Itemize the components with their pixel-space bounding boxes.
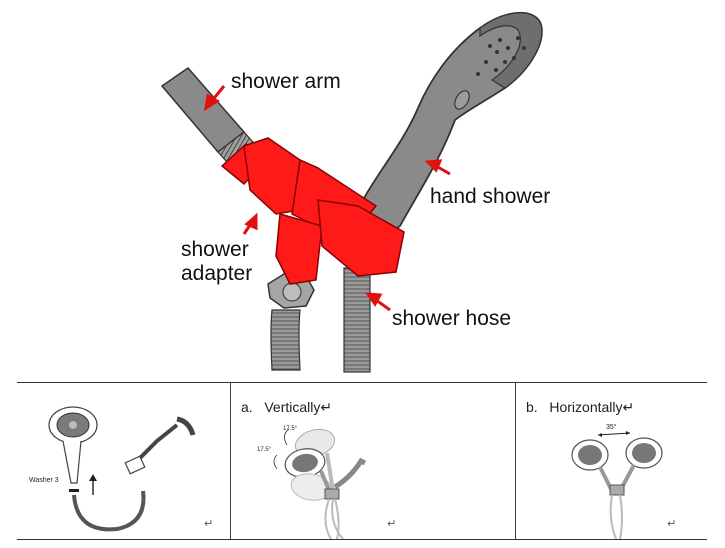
vertical-title-text: Vertically↵ xyxy=(264,399,333,415)
instruction-panels: Washer 3 ↵ a. Vertically↵ xyxy=(17,382,707,540)
label-shower-adapter-line1: shower xyxy=(181,238,249,261)
panel-vertical: a. Vertically↵ 17.5° 17.5° ↵ xyxy=(231,383,515,540)
washer-label: Washer 3 xyxy=(29,477,59,484)
angle-label: 35° xyxy=(606,423,617,431)
main-diagram: shower arm hand shower shower adapter sh… xyxy=(160,11,551,373)
return-mark-1: ↵ xyxy=(204,517,214,530)
vertical-illustration: 17.5° 17.5° xyxy=(257,426,367,540)
shower-assembly-illustration xyxy=(160,11,543,373)
hand-shower-body xyxy=(350,11,543,238)
label-shower-adapter-line2: adapter xyxy=(181,262,253,285)
panel-divider-2 xyxy=(515,383,516,539)
panel-install: Washer 3 ↵ xyxy=(17,383,230,539)
angle-bottom-label: 17.5° xyxy=(257,447,272,453)
vertical-title: a. Vertically↵ xyxy=(241,399,332,416)
label-arrows xyxy=(203,85,451,312)
angle-top-label: 17.5° xyxy=(283,426,298,432)
panel-horizontal: b. Horizontally↵ 35° ↵ xyxy=(516,383,707,540)
hose-left xyxy=(267,273,315,371)
horizontal-illustration: 35° xyxy=(571,423,663,540)
shower-adapter xyxy=(220,137,405,285)
return-mark-2: ↵ xyxy=(387,517,397,530)
horizontal-title-text: Horizontally↵ xyxy=(549,399,635,415)
label-shower-hose: shower hose xyxy=(392,307,512,330)
hose-right xyxy=(343,267,371,373)
horizontal-prefix: b. xyxy=(526,399,538,415)
vertical-prefix: a. xyxy=(241,399,253,415)
install-illustration xyxy=(48,406,196,532)
return-mark-3: ↵ xyxy=(667,517,677,530)
label-shower-arm: shower arm xyxy=(231,70,341,93)
panel-divider-1 xyxy=(230,383,231,539)
horizontal-title: b. Horizontally↵ xyxy=(526,399,634,416)
label-hand-shower: hand shower xyxy=(430,185,551,208)
